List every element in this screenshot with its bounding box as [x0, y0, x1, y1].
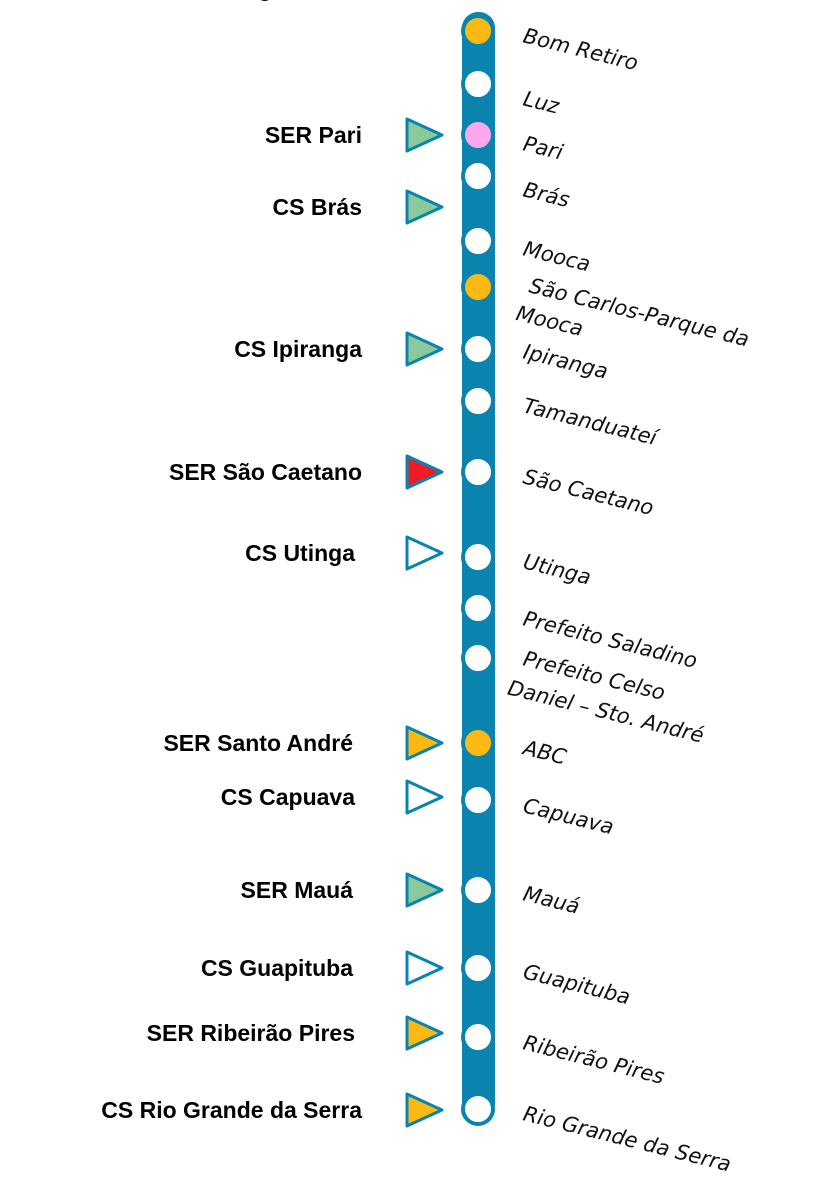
- station-label: Mooca: [521, 237, 593, 277]
- station-marker: [461, 641, 495, 675]
- station-label: Luz: [521, 87, 563, 119]
- station-label: Utinga: [521, 550, 594, 590]
- station-label: Bom Retiro: [521, 24, 641, 76]
- facility-triangle-marker: [405, 331, 444, 367]
- facility-triangle-marker: [405, 454, 444, 490]
- station-marker: [461, 1020, 495, 1054]
- station-label: ABC: [519, 735, 569, 769]
- facility-triangle-marker: [405, 872, 444, 908]
- station-marker: [461, 951, 495, 985]
- station-marker: [461, 118, 495, 152]
- station-marker: [461, 726, 495, 760]
- station-marker: [461, 591, 495, 625]
- station-marker: [461, 67, 495, 101]
- station-marker: [461, 873, 495, 907]
- facility-triangle-marker: [405, 1092, 444, 1128]
- top-clipped-label: g: [258, 0, 272, 1]
- station-label: Ribeirão Pires: [521, 1031, 667, 1089]
- station-marker: [461, 332, 495, 366]
- facility-label: SER Santo André: [163, 730, 353, 756]
- station-label: Guapituba: [521, 960, 633, 1010]
- facility-triangle-marker: [405, 950, 444, 986]
- facility-triangle-marker: [405, 535, 444, 571]
- facility-label: SER São Caetano: [169, 459, 362, 485]
- station-marker: [461, 540, 495, 574]
- station-marker: [461, 1092, 495, 1126]
- station-marker: [461, 270, 495, 304]
- facility-label: CS Brás: [273, 194, 362, 220]
- station-marker: [461, 455, 495, 489]
- station-marker: [461, 159, 495, 193]
- facility-label: CS Rio Grande da Serra: [101, 1097, 362, 1123]
- station-label: São Caetano: [521, 465, 656, 521]
- facility-triangle-marker: [405, 189, 444, 225]
- facility-label: SER Ribeirão Pires: [147, 1020, 355, 1046]
- station-label: Tamanduateí: [521, 394, 662, 451]
- station-label: Pari: [521, 132, 566, 165]
- station-marker: [461, 224, 495, 258]
- station-marker: [461, 783, 495, 817]
- station-marker: [461, 14, 495, 48]
- facility-triangle-marker: [405, 117, 444, 153]
- station-label: Brás: [521, 178, 572, 213]
- facility-label: SER Pari: [265, 122, 362, 148]
- station-label: Rio Grande da Serra: [521, 1102, 734, 1177]
- facility-label: CS Guapituba: [201, 955, 353, 981]
- facility-label: CS Ipiranga: [234, 336, 362, 362]
- facility-triangle-marker: [405, 725, 444, 761]
- facility-triangle-marker: [405, 1015, 444, 1051]
- station-label: Mauá: [521, 882, 582, 919]
- station-label: Ipiranga: [521, 340, 611, 384]
- facility-triangle-marker: [405, 779, 444, 815]
- station-marker: [461, 384, 495, 418]
- facility-label: CS Capuava: [221, 784, 355, 810]
- facility-label: CS Utinga: [245, 540, 355, 566]
- station-label: Capuava: [521, 794, 616, 840]
- facility-label: SER Mauá: [241, 877, 354, 903]
